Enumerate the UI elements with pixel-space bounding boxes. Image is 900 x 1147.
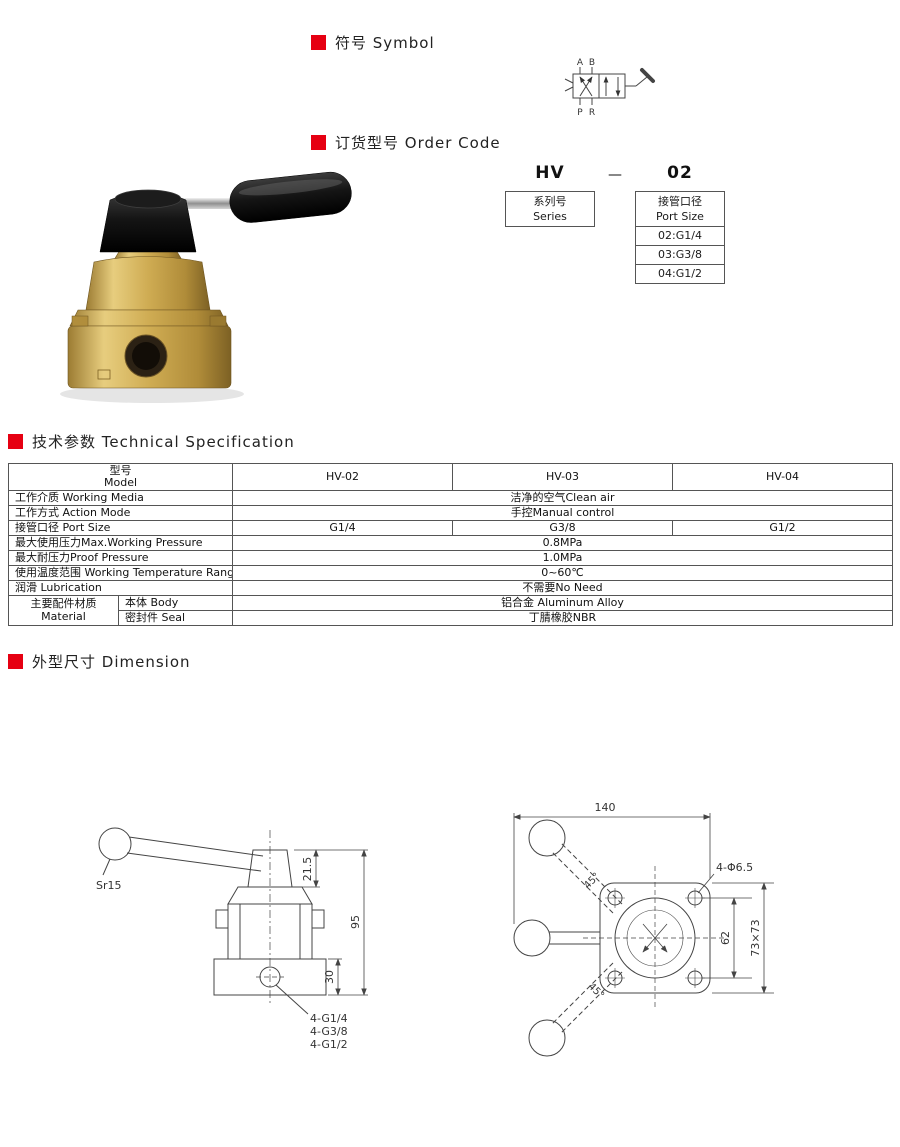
port-label-cn: 接管口径 [658, 195, 702, 208]
column-hv04: HV-04 [672, 463, 893, 491]
row-label: 工作方式 Action Mode [8, 505, 233, 521]
row-label: 接管口径 Port Size [8, 520, 233, 536]
order-code-port-box: 接管口径 Port Size [635, 191, 725, 227]
dim-total-length: 140 [595, 801, 616, 814]
bolt-holes [605, 888, 705, 988]
dimension-drawing-side-view: Sr15 21.5 30 95 4-G1/4 4-G3/8 4-G1/2 [96, 827, 368, 1051]
model-header-en: Model [103, 476, 138, 489]
section-heading-dimension: 外型尺寸 Dimension [8, 651, 191, 672]
order-code-port-column: 接管口径 Port Size 02:G1/4 03:G3/8 04:G1/2 [635, 191, 725, 284]
table-row-proof-pressure: 最大耐压力Proof Pressure 1.0MPa [8, 550, 893, 566]
heading-dimension-text: 外型尺寸 Dimension [32, 653, 191, 671]
dim-port-thread-1: 4-G1/4 [310, 1012, 348, 1025]
handle-grip [229, 171, 352, 223]
heading-symbol-text: 符号 Symbol [335, 34, 435, 52]
model-header-cell: 型号 Model [8, 463, 233, 491]
row-label: 润滑 Lubrication [8, 580, 233, 596]
section-heading-tech-spec: 技术参数 Technical Specification [8, 431, 295, 452]
row-value: 1.0MPa [232, 550, 893, 566]
column-hv03: HV-03 [452, 463, 673, 491]
table-row-port-size: 接管口径 Port Size G1/4 G3/8 G1/2 [8, 520, 893, 536]
row-value: 铝合金 Aluminum Alloy [232, 595, 893, 611]
series-label-en: Series [533, 210, 567, 223]
row-value: G3/8 [452, 520, 673, 536]
table-row-action-mode: 工作方式 Action Mode 手控Manual control [8, 505, 893, 521]
row-value: G1/2 [672, 520, 893, 536]
handle-rod [174, 198, 246, 209]
product-photo [60, 171, 352, 403]
symbol-port-p-label: P [577, 108, 583, 117]
port-label-en: Port Size [656, 210, 704, 223]
row-value: 0.8MPa [232, 535, 893, 551]
symbol-port-a-label: A [577, 58, 584, 68]
dim-total-height: 95 [349, 915, 362, 929]
row-label: 使用温度范围 Working Temperature Range [8, 565, 233, 581]
port-option: 02:G1/4 [635, 227, 725, 246]
row-label: 工作介质 Working Media [8, 490, 233, 506]
table-row-temperature-range: 使用温度范围 Working Temperature Range 0~60℃ [8, 565, 893, 581]
table-row-max-working-pressure: 最大使用压力Max.Working Pressure 0.8MPa [8, 535, 893, 551]
row-label: 最大耐压力Proof Pressure [8, 550, 233, 566]
valve-symbol-drawing: A B P R [564, 58, 655, 117]
row-label: 最大使用压力Max.Working Pressure [8, 535, 233, 551]
material-label-cell: 主要配件材质 Material [8, 595, 119, 626]
dim-port-thread-2: 4-G3/8 [310, 1025, 348, 1038]
section-heading-order-code: 订货型号 Order Code [311, 132, 501, 153]
dim-knob-height: 21.5 [301, 857, 314, 882]
red-bullet-icon [8, 654, 23, 669]
table-row-material-seal: 密封件 Seal 丁腈橡胶NBR [9, 610, 893, 626]
top-view-outline [513, 819, 727, 1057]
top-view-dimension-lines [513, 813, 774, 994]
spec-table: 型号 Model HV-02 HV-03 HV-04 工作介质 Working … [8, 463, 893, 626]
dim-angle-upper: 45° [582, 871, 602, 891]
side-view-outline [98, 827, 327, 1015]
dim-hole-spacing: 62 [719, 931, 732, 945]
dimension-drawing-top-view: 140 4-Φ6.5 45° 45° 62 73×73 [513, 801, 774, 1057]
row-value: G1/4 [232, 520, 453, 536]
material-label-cn: 主要配件材质 [30, 597, 97, 611]
row-value: 手控Manual control [232, 505, 893, 521]
dim-sphere-radius: Sr15 [96, 879, 122, 892]
section-heading-symbol: 符号 Symbol [311, 32, 435, 53]
model-header-cn: 型号 [109, 463, 132, 477]
series-label-cn: 系列号 [533, 195, 567, 208]
red-bullet-icon [311, 135, 326, 150]
table-row-header: 型号 Model HV-02 HV-03 HV-04 [8, 463, 893, 491]
red-bullet-icon [311, 35, 326, 50]
row-value: 洁净的空气Clean air [232, 490, 893, 506]
order-code-size-value: 02 [667, 163, 693, 183]
heading-tech-spec-text: 技术参数 Technical Specification [32, 433, 295, 451]
symbol-port-b-label: B [589, 58, 595, 68]
red-bullet-icon [8, 434, 23, 449]
material-label-en: Material [41, 609, 86, 623]
dim-body-size: 73×73 [749, 919, 762, 956]
photo-shadow [60, 385, 244, 403]
heading-order-code-text: 订货型号 Order Code [335, 134, 501, 152]
column-hv02: HV-02 [232, 463, 453, 491]
port-option: 03:G3/8 [635, 246, 725, 265]
dim-port-thread-3: 4-G1/2 [310, 1038, 348, 1051]
side-view-dimension-lines [294, 849, 368, 996]
row-value: 丁腈橡胶NBR [232, 610, 893, 626]
dim-base-height: 30 [323, 970, 336, 984]
valve-handle-black [99, 171, 352, 253]
row-sublabel: 密封件 Seal [118, 610, 233, 626]
order-code-series-box: 系列号 Series [505, 191, 595, 227]
table-row-lubrication: 润滑 Lubrication 不需要No Need [8, 580, 893, 596]
order-code-series-value: HV [535, 163, 565, 183]
dim-angle-lower: 45° [586, 981, 606, 1001]
valve-body-gold [67, 249, 232, 389]
symbol-lines [564, 67, 655, 105]
order-code-separator: — [608, 167, 622, 183]
row-value: 0~60℃ [232, 565, 893, 581]
table-row-material-body: 主要配件材质 Material 本体 Body 铝合金 Aluminum All… [8, 595, 893, 626]
table-row-working-media: 工作介质 Working Media 洁净的空气Clean air [8, 490, 893, 506]
dim-mounting-holes: 4-Φ6.5 [716, 861, 753, 874]
row-sublabel: 本体 Body [118, 595, 233, 611]
symbol-port-r-label: R [589, 108, 595, 117]
port-option: 04:G1/2 [635, 265, 725, 284]
row-value: 不需要No Need [232, 580, 893, 596]
lever-swing-positions [550, 841, 623, 1035]
